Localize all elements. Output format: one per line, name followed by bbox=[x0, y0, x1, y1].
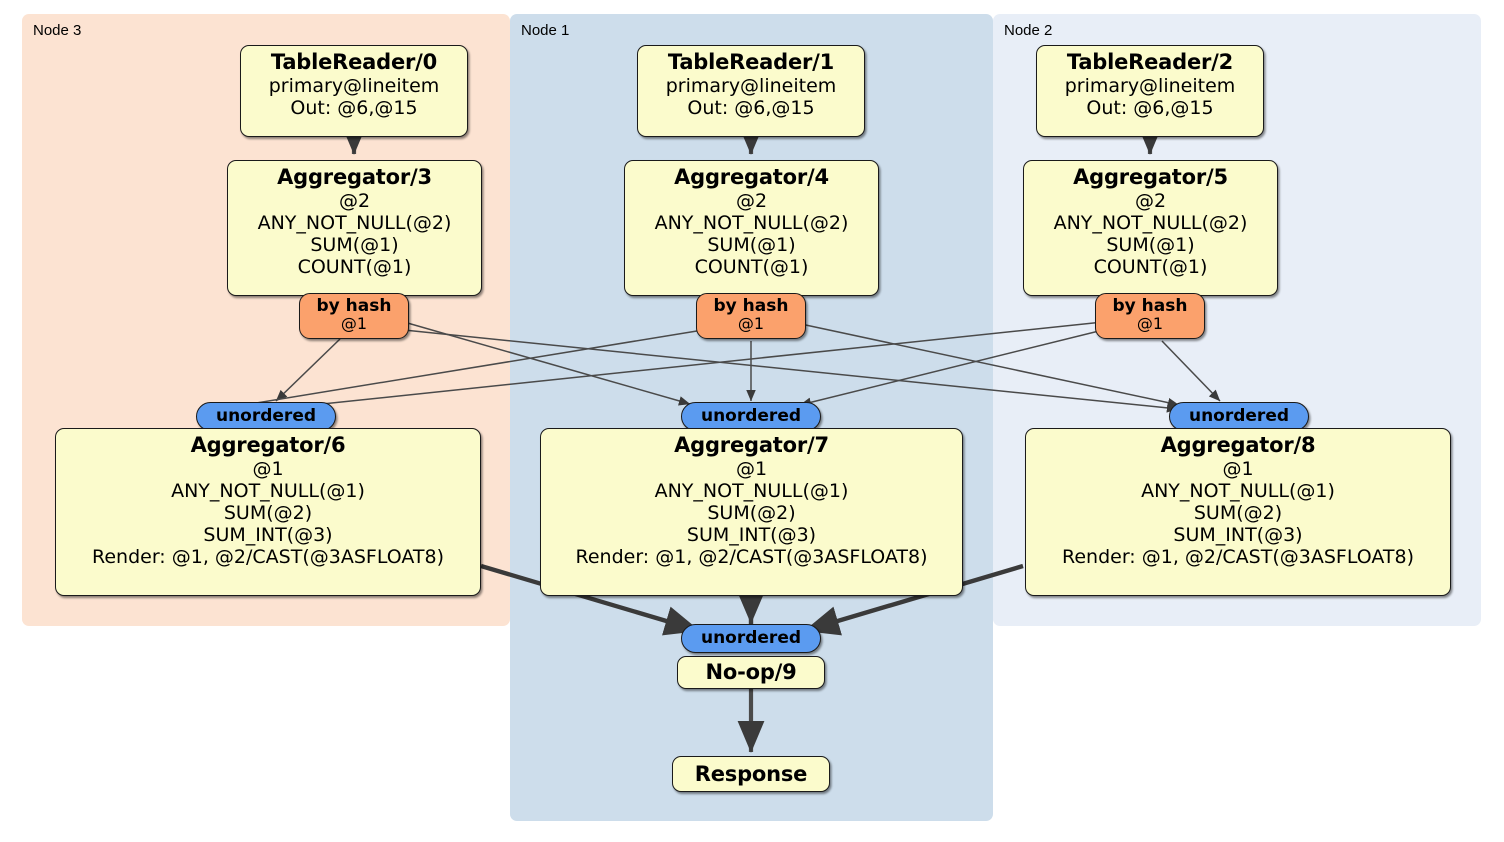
router-line: @1 bbox=[1136, 314, 1164, 334]
node-table-reader-1[interactable]: TableReader/1 primary@lineitem Out: @6,@… bbox=[637, 45, 865, 137]
node-line: COUNT(@1) bbox=[297, 256, 412, 279]
node-line: @1 bbox=[252, 458, 284, 481]
node-panel-label-node2: Node 2 bbox=[1004, 22, 1053, 39]
synchronizer-unordered-final[interactable]: unordered bbox=[681, 624, 821, 653]
node-line: SUM(@2) bbox=[1193, 502, 1283, 525]
node-title: TableReader/2 bbox=[1066, 50, 1234, 74]
node-panel-label-node3: Node 3 bbox=[33, 22, 82, 39]
node-line: ANY_NOT_NULL(@1) bbox=[171, 480, 365, 503]
node-no-op-9[interactable]: No-op/9 bbox=[677, 656, 825, 689]
node-line: COUNT(@1) bbox=[1093, 256, 1208, 279]
node-line: SUM_INT(@3) bbox=[203, 524, 333, 547]
synchronizer-unordered-node2[interactable]: unordered bbox=[1169, 402, 1309, 431]
node-title: Aggregator/8 bbox=[1160, 433, 1316, 457]
node-panel-label-node1: Node 1 bbox=[521, 22, 570, 39]
node-line: SUM(@1) bbox=[707, 234, 796, 257]
router-line: @1 bbox=[340, 314, 368, 334]
node-line: SUM_INT(@3) bbox=[1173, 524, 1303, 547]
router-title: by hash bbox=[713, 296, 789, 316]
node-aggregator-5[interactable]: Aggregator/5 @2 ANY_NOT_NULL(@2) SUM(@1)… bbox=[1023, 160, 1278, 296]
node-title: TableReader/1 bbox=[667, 50, 835, 74]
node-line: Out: @6,@15 bbox=[1086, 97, 1214, 120]
node-line: Render: @1, @2/CAST(@3ASFLOAT8) bbox=[1062, 546, 1414, 569]
node-line: ANY_NOT_NULL(@2) bbox=[257, 212, 452, 235]
node-line: ANY_NOT_NULL(@1) bbox=[654, 480, 849, 503]
node-title: Aggregator/6 bbox=[190, 433, 346, 457]
node-aggregator-3[interactable]: Aggregator/3 @2 ANY_NOT_NULL(@2) SUM(@1)… bbox=[227, 160, 482, 296]
node-line: SUM_INT(@3) bbox=[686, 524, 817, 547]
node-aggregator-6[interactable]: Aggregator/6 @1 ANY_NOT_NULL(@1) SUM(@2)… bbox=[55, 428, 481, 596]
node-title: Aggregator/5 bbox=[1073, 165, 1228, 189]
synchronizer-title: unordered bbox=[215, 406, 317, 427]
node-line: SUM(@1) bbox=[1106, 234, 1195, 257]
node-title: TableReader/0 bbox=[270, 50, 438, 74]
synchronizer-unordered-node3[interactable]: unordered bbox=[196, 402, 336, 431]
node-line: Render: @1, @2/CAST(@3ASFLOAT8) bbox=[575, 546, 928, 569]
router-by-hash-node2[interactable]: by hash @1 bbox=[1095, 293, 1205, 339]
router-by-hash-node3[interactable]: by hash @1 bbox=[299, 293, 409, 339]
router-by-hash-node1[interactable]: by hash @1 bbox=[696, 293, 806, 339]
router-title: by hash bbox=[1112, 296, 1188, 316]
node-line: @2 bbox=[1134, 190, 1167, 213]
router-line: @1 bbox=[737, 314, 765, 334]
node-line: Out: @6,@15 bbox=[290, 97, 418, 120]
node-line: SUM(@2) bbox=[707, 502, 796, 525]
node-title: Aggregator/3 bbox=[277, 165, 432, 189]
node-line: SUM(@2) bbox=[223, 502, 313, 525]
node-aggregator-4[interactable]: Aggregator/4 @2 ANY_NOT_NULL(@2) SUM(@1)… bbox=[624, 160, 879, 296]
node-line: @2 bbox=[338, 190, 371, 213]
node-line: Render: @1, @2/CAST(@3ASFLOAT8) bbox=[92, 546, 444, 569]
node-line: SUM(@1) bbox=[310, 234, 399, 257]
node-table-reader-0[interactable]: TableReader/0 primary@lineitem Out: @6,@… bbox=[240, 45, 468, 137]
synchronizer-unordered-node1[interactable]: unordered bbox=[681, 402, 821, 431]
node-title: Aggregator/7 bbox=[674, 433, 829, 457]
node-title: Response bbox=[694, 761, 808, 786]
synchronizer-title: unordered bbox=[700, 628, 802, 649]
node-line: ANY_NOT_NULL(@1) bbox=[1141, 480, 1335, 503]
node-line: @2 bbox=[735, 190, 768, 213]
synchronizer-title: unordered bbox=[700, 406, 802, 427]
node-line: primary@lineitem bbox=[268, 75, 440, 98]
node-response[interactable]: Response bbox=[672, 756, 830, 792]
node-line: primary@lineitem bbox=[665, 75, 837, 98]
router-title: by hash bbox=[316, 296, 392, 316]
node-aggregator-7[interactable]: Aggregator/7 @1 ANY_NOT_NULL(@1) SUM(@2)… bbox=[540, 428, 963, 596]
node-line: @1 bbox=[1222, 458, 1254, 481]
synchronizer-title: unordered bbox=[1188, 406, 1290, 427]
node-aggregator-8[interactable]: Aggregator/8 @1 ANY_NOT_NULL(@1) SUM(@2)… bbox=[1025, 428, 1451, 596]
node-table-reader-2[interactable]: TableReader/2 primary@lineitem Out: @6,@… bbox=[1036, 45, 1264, 137]
node-title: No-op/9 bbox=[705, 660, 797, 685]
node-line: ANY_NOT_NULL(@2) bbox=[1053, 212, 1248, 235]
node-line: primary@lineitem bbox=[1064, 75, 1236, 98]
node-line: COUNT(@1) bbox=[694, 256, 809, 279]
node-line: Out: @6,@15 bbox=[687, 97, 815, 120]
node-line: @1 bbox=[735, 458, 768, 481]
node-title: Aggregator/4 bbox=[674, 165, 829, 189]
node-line: ANY_NOT_NULL(@2) bbox=[654, 212, 849, 235]
